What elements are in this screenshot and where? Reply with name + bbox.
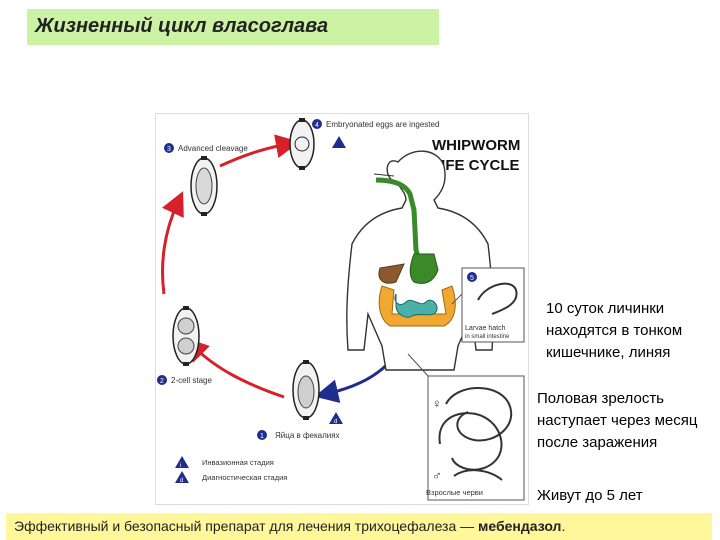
heading-line2: LIFE CYCLE [432, 157, 520, 174]
human-host-illustration [346, 150, 494, 371]
svg-text:d: d [334, 419, 337, 425]
stage4-label: Embryonated eggs are ingested [326, 120, 439, 129]
female-symbol: ♀ [432, 396, 442, 411]
diagnostic-triangle-icon [329, 412, 343, 424]
treatment-sentence: Эффективный и безопасный препарат для ле… [14, 518, 479, 534]
larvae-inset: 5 Larvae hatch in small intestine [451, 267, 525, 343]
stage1-badge [257, 430, 267, 440]
drug-name: мебендазол [478, 518, 562, 534]
legend-infective-icon [175, 456, 189, 468]
adults-inset: ♀ ♂ Взрослые черви [407, 353, 525, 501]
note-sexual-maturity: Половая зрелость наступает через месяц п… [537, 390, 698, 451]
adults-label: Взрослые черви [426, 488, 483, 497]
svg-text:i: i [180, 463, 181, 469]
egg-stage2 [172, 306, 200, 366]
male-symbol: ♂ [432, 468, 442, 483]
stage3-num: 3 [167, 146, 171, 153]
whipworm-lifecycle-figure: WHIPWORM LIFE CYCLE [156, 114, 528, 504]
note-larvae-duration: 10 суток личинки находятся в тонком кише… [546, 300, 683, 361]
larvae-label: Larvae hatch [465, 325, 506, 332]
svg-text:in small intestine: in small intestine [465, 334, 510, 340]
stage2-label: 2-cell stage [171, 376, 212, 385]
stage4-num: 4 [315, 122, 319, 129]
stage2-badge [157, 375, 167, 385]
heading-line1: WHIPWORM [432, 137, 520, 154]
legend-diagnostic-label: Диагностическая стадия [202, 473, 287, 482]
legend-diagnostic-icon [175, 471, 189, 483]
stage1-num: 1 [260, 433, 264, 440]
stage4-badge [312, 119, 322, 129]
egg-stage3 [190, 156, 218, 216]
lifecycle-diagram: WHIPWORM LIFE CYCLE [157, 118, 525, 501]
infective-triangle-icon [332, 136, 346, 148]
page-title: Жизненный цикл власоглава [35, 15, 329, 37]
treatment-text: Эффективный и безопасный препарат для ле… [14, 518, 565, 534]
legend-infective-label: Инвазионная стадия [202, 458, 274, 467]
stage1-label: Яйца в фекалиях [275, 431, 340, 440]
treatment-banner: Эффективный и безопасный препарат для ле… [6, 513, 712, 540]
arrow-stage1-to-2 [184, 337, 285, 399]
svg-text:d: d [180, 478, 183, 484]
stage2-num: 2 [160, 378, 164, 385]
stage3-label: Advanced cleavage [178, 144, 248, 153]
egg-stage4 [289, 118, 315, 170]
arrow-stage2-to-3 [161, 191, 184, 295]
treatment-period: . [561, 518, 566, 534]
note-lifespan: Живут до 5 лет [537, 487, 643, 504]
stage3-badge [164, 143, 174, 153]
title-banner: Жизненный цикл власоглава [27, 9, 439, 45]
svg-text:5: 5 [470, 275, 474, 282]
arrow-stage3-to-4 [219, 134, 300, 168]
egg-stage1 [292, 360, 320, 420]
